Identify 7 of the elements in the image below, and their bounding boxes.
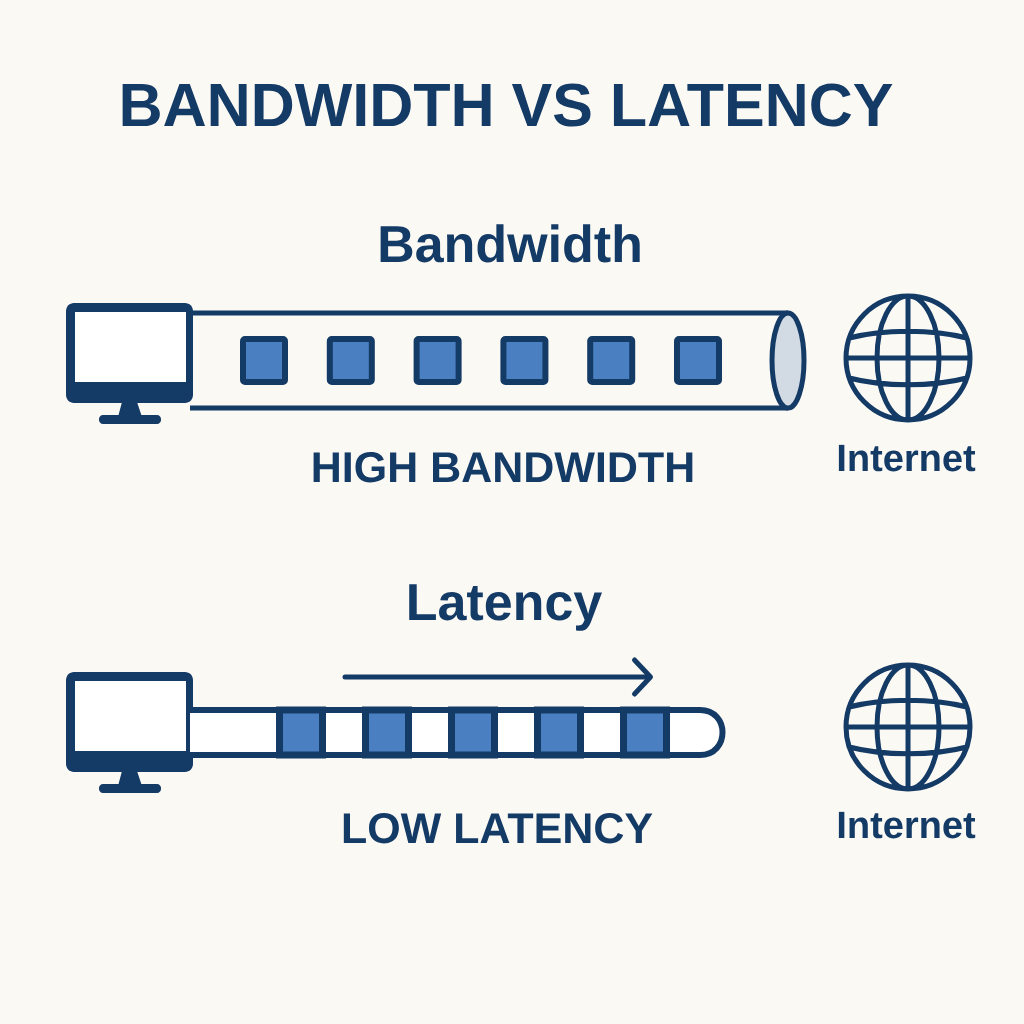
title: BANDWIDTH VS LATENCY	[122, 83, 893, 127]
pipe-label: HIGH BANDWIDTH	[313, 451, 693, 483]
globe-label: Internet	[838, 444, 976, 472]
pipe-label: LOW LATENCY	[343, 813, 653, 844]
section-heading: Bandwidth	[380, 224, 640, 263]
globe-label: Internet	[838, 811, 976, 839]
section-heading: Latency	[409, 584, 602, 631]
